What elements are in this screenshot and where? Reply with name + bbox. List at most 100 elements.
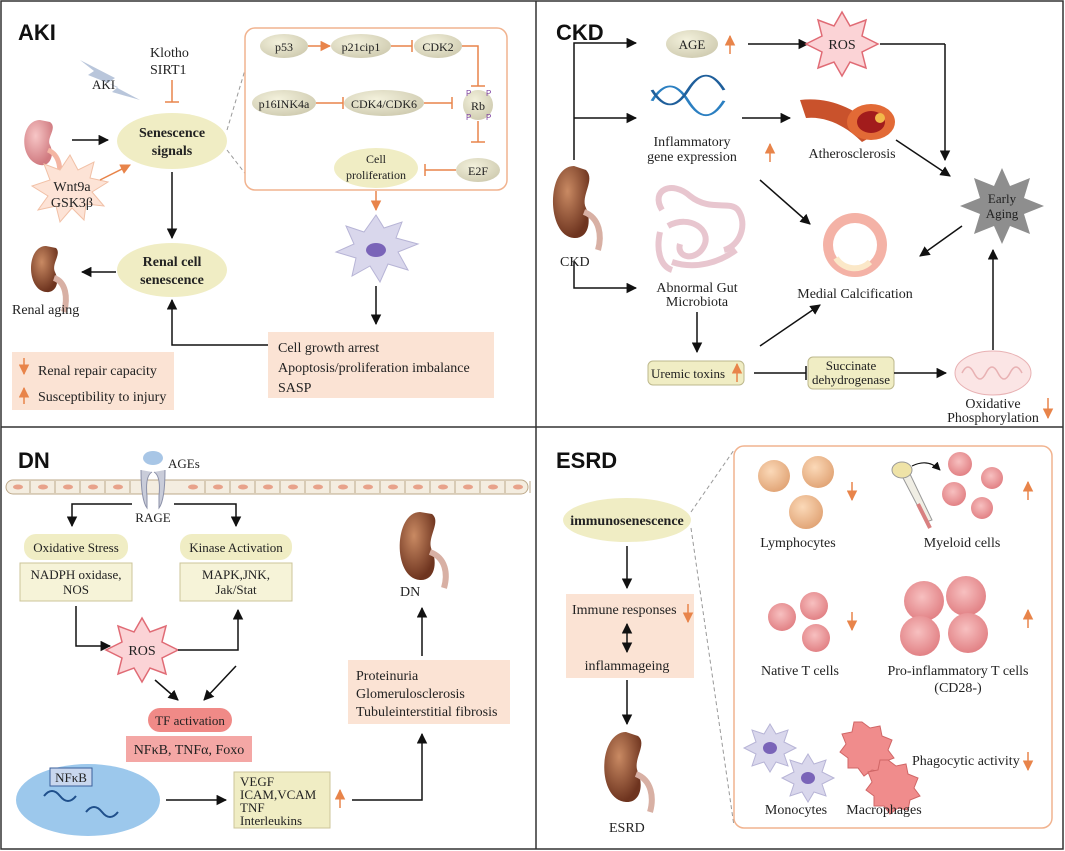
oxphos-label-2: Phosphorylation (947, 411, 1039, 426)
kidney-icon (31, 246, 69, 313)
imbalance-label: Apoptosis/proliferation imbalance (278, 361, 470, 376)
native-t-cell-icon (768, 592, 830, 652)
rb-p-mark: P (466, 89, 471, 98)
dn-title: DN (18, 448, 50, 473)
ages-molecule (143, 451, 163, 465)
rb-node (463, 90, 493, 120)
panel-aki: AKI AKI Klotho SIRT1 Wnt9a GSK3β Senesce… (12, 20, 508, 410)
aki-title: AKI (18, 20, 56, 45)
macrophage-icon (839, 721, 921, 815)
uremic-label: Uremic toxins (651, 366, 725, 381)
early-label-1: Early (988, 191, 1017, 206)
mapk-label-1: MAPK,JNK, (202, 567, 270, 582)
dn-label: DN (400, 585, 420, 600)
dn-ros-starburst (104, 616, 180, 684)
medial-label: Medial Calcification (797, 287, 912, 302)
renal-cell-senescence-node (117, 243, 227, 297)
kinase-label: Kinase Activation (189, 540, 283, 555)
esrd-label: ESRD (609, 821, 645, 836)
nfkb-list-box (126, 736, 252, 762)
inflam-label-1: Inflammatory (654, 135, 731, 150)
monocyte-icon (742, 723, 836, 803)
nadph-label-1: NADPH oxidase, (31, 567, 122, 582)
e2f-label: E2F (468, 164, 488, 178)
membrane-cell (13, 484, 23, 490)
vegf-label: VEGF (240, 774, 274, 789)
membrane-cell (463, 484, 473, 490)
ckd-title: CKD (556, 20, 604, 45)
proinf-label-2: (CD28-) (934, 681, 982, 696)
dn-outcomes-box (348, 660, 510, 724)
gut-label-2: Microbiota (666, 295, 729, 310)
kidney-icon (604, 732, 655, 813)
lightning-icon (80, 60, 140, 100)
membrane-cell (513, 484, 523, 490)
membrane-cell (388, 484, 398, 490)
cdk2-label: CDK2 (422, 40, 453, 54)
cellprolif-label-1: Cell (366, 152, 387, 166)
glomer-label: Glomerulosclerosis (356, 687, 465, 702)
proinflammatory-t-cell-icon (900, 576, 988, 656)
nadph-box (19, 562, 133, 602)
immune-resp-label: Immune responses (572, 603, 677, 618)
early-label-2: Aging (986, 206, 1019, 221)
athero-label: Atherosclerosis (808, 147, 895, 162)
cytokine-box (233, 771, 331, 829)
nadph-label-2: NOS (63, 582, 89, 597)
membrane-cell (38, 484, 48, 490)
uremic-toxins-node (647, 360, 745, 386)
age-node (666, 30, 718, 58)
inflammageing-label: inflammageing (585, 659, 670, 674)
sasp-label: SASP (278, 381, 312, 396)
klotho-label: Klotho (150, 46, 189, 61)
p53-label: p53 (275, 40, 293, 54)
rb-p-mark: P (486, 113, 491, 122)
oxidative-stress-node (24, 534, 128, 560)
nfkb-label: NFκB (55, 770, 87, 785)
membrane-cell (288, 484, 298, 490)
kinase-activation-node (180, 534, 292, 560)
membrane-cell (188, 484, 198, 490)
senescence-label-2: signals (152, 144, 193, 159)
rage-label: RAGE (135, 510, 170, 525)
suscept-label: Susceptibility to injury (38, 390, 166, 405)
lymphocyte-icon (758, 456, 834, 529)
tf-activation-node (148, 708, 232, 732)
native-t-label: Native T cells (761, 664, 839, 679)
early-aging-starburst (960, 168, 1044, 244)
gut-microbiota-icon (655, 185, 746, 273)
mapk-label-2: Jak/Stat (215, 582, 257, 597)
membrane-cell (63, 484, 73, 490)
senescent-cell-icon (334, 214, 420, 284)
oxphos-label-1: Oxidative (965, 397, 1020, 412)
panel-dn: DN AGEs RAGE Oxidative Stress NADPH oxid… (5, 448, 531, 836)
mapk-box (179, 562, 293, 602)
esrd-title: ESRD (556, 448, 617, 473)
membrane-cell (88, 484, 98, 490)
ros-starburst (804, 10, 880, 78)
icam-label: ICAM,VCAM (240, 787, 317, 802)
kidney-icon (399, 512, 449, 589)
ckd-ros-label: ROS (828, 38, 855, 53)
membrane-cell (113, 484, 123, 490)
succ-label-1: Succinate (826, 358, 877, 373)
wnt9a-starburst (30, 154, 110, 224)
age-label: AGE (679, 37, 706, 52)
cdk46-label: CDK4/CDK6 (351, 97, 417, 111)
cellprolif-label-2: proliferation (346, 168, 406, 182)
membrane-cell (213, 484, 223, 490)
macro-label: Macrophages (846, 803, 921, 818)
renal-sen-label-1: Renal cell (143, 255, 202, 270)
membrane-cell (263, 484, 273, 490)
membrane-cell (488, 484, 498, 490)
rage-receptor-icon (140, 469, 166, 510)
aki-effects-box (268, 332, 494, 398)
gut-label-1: Abnormal Gut (656, 281, 737, 296)
membrane-cell (363, 484, 373, 490)
arrest-label: Cell growth arrest (278, 341, 379, 356)
senescence-signals-node (117, 113, 227, 169)
renal-sen-label-2: senescence (140, 273, 204, 288)
panel-ckd: CKD AGE ROS Inflammatory gene expression… (553, 10, 1054, 426)
p16-label: p16INK4a (259, 97, 310, 111)
